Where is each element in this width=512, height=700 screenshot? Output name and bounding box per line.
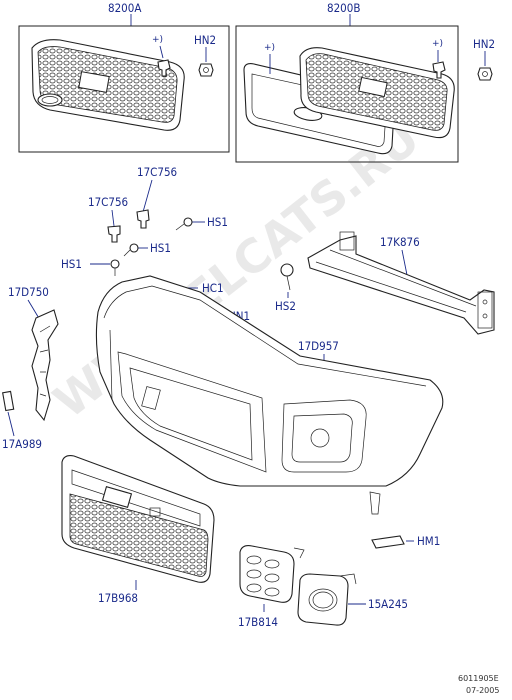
kit-8200a-group: 8200A +) HN2 xyxy=(18,1,230,153)
clip-17c756-mid xyxy=(107,225,121,243)
label-plus-b2: +) xyxy=(432,39,443,49)
label-17d957: 17D957 xyxy=(298,339,339,353)
grille-8200b xyxy=(299,47,455,139)
clip-17c756-top xyxy=(136,209,150,229)
screw-hs1-b xyxy=(123,243,139,257)
label-hs1-a: HS1 xyxy=(207,215,228,229)
clip-8200a xyxy=(157,59,171,77)
drawing-date: 07-2005 xyxy=(466,686,499,695)
label-17c756-top: 17C756 xyxy=(137,165,177,179)
badge-8200a xyxy=(37,93,63,107)
surround-15a245 xyxy=(297,573,357,626)
label-17b814: 17B814 xyxy=(238,615,278,629)
grille-8200a xyxy=(31,39,185,131)
screw-hs1-c xyxy=(110,259,120,276)
label-8200a: 8200A xyxy=(108,1,141,15)
label-hn2-b: HN2 xyxy=(473,37,495,51)
label-15a245: 15A245 xyxy=(368,597,408,611)
bolt-hs2 xyxy=(280,263,294,291)
bracket-17d750 xyxy=(31,309,59,422)
label-8200b: 8200B xyxy=(327,1,360,15)
bezel-17b814 xyxy=(239,545,305,603)
nut-hn2-b xyxy=(477,67,493,81)
label-hs2: HS2 xyxy=(275,299,296,313)
kit-8200a-box xyxy=(18,25,230,153)
kit-8200b-group: 8200B +) +) HN2 xyxy=(235,1,495,163)
label-plus-a: +) xyxy=(152,35,163,45)
drawing-number: 6011905E xyxy=(458,674,499,683)
label-17k876: 17K876 xyxy=(380,235,420,249)
reinforcement-17k876 xyxy=(307,231,495,335)
label-17c756-mid: 17C756 xyxy=(88,195,128,209)
label-17d750: 17D750 xyxy=(8,285,49,299)
clip-17a989 xyxy=(2,390,15,412)
label-17b968: 17B968 xyxy=(98,591,138,605)
label-hc1: HC1 xyxy=(202,281,224,295)
label-17a989: 17A989 xyxy=(2,437,42,451)
bumper-17d957 xyxy=(95,275,444,515)
lower-grille-17b968 xyxy=(61,455,215,583)
label-hs1-b: HS1 xyxy=(150,241,171,255)
nut-hn2-a xyxy=(198,63,214,77)
screw-hs1-a xyxy=(175,217,193,231)
label-plus-b1: +) xyxy=(264,43,275,53)
kit-8200b-box xyxy=(235,25,459,163)
clip-hm1 xyxy=(371,535,405,549)
label-hm1: HM1 xyxy=(417,534,440,548)
label-hs1-c: HS1 xyxy=(61,257,82,271)
clip-8200b xyxy=(432,61,446,79)
label-hn2-a: HN2 xyxy=(194,33,216,47)
